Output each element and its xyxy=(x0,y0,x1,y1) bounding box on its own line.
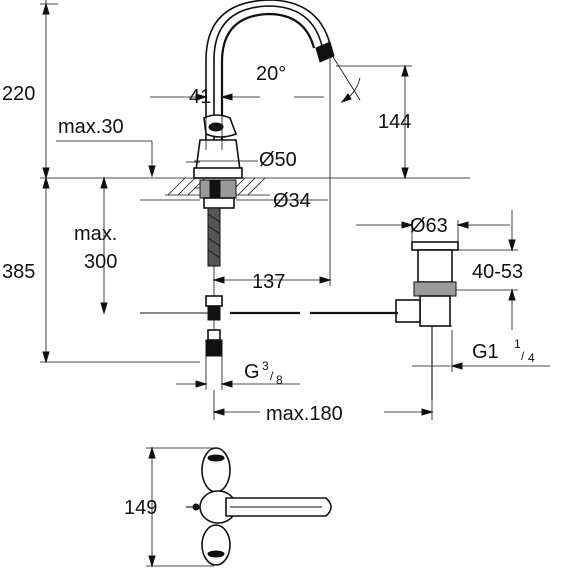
supply-connector xyxy=(205,339,223,357)
label-g1-num: 1 xyxy=(514,337,521,351)
label-20deg: 20° xyxy=(256,63,286,85)
waste-connector xyxy=(395,299,421,323)
supply-nut xyxy=(207,329,221,341)
top-handle-upper-mark xyxy=(207,454,225,462)
label-149: 149 xyxy=(124,497,157,519)
flex-hose xyxy=(207,207,221,267)
faucet-top-view xyxy=(186,447,332,566)
waste-body xyxy=(417,249,453,283)
label-g1-slash: / xyxy=(521,349,525,363)
faucet-body xyxy=(195,139,241,171)
supply-fitting xyxy=(205,295,223,307)
label-g1-den: 4 xyxy=(528,351,535,365)
label-diam50: Ø50 xyxy=(259,149,297,171)
waste-tube xyxy=(419,295,451,327)
top-pullrod-knob[interactable] xyxy=(192,503,200,511)
faucet-side-view xyxy=(40,0,470,357)
top-handle-lower-mark xyxy=(207,550,225,558)
label-g38-slash: / xyxy=(270,369,274,383)
label-385: 385 xyxy=(2,261,35,283)
dimension-labels: 220 41 max.30 20° 144 Ø50 Ø34 max. 300 3… xyxy=(2,63,535,519)
pullrod-clamp xyxy=(207,305,221,321)
aerator xyxy=(315,41,335,63)
spout-inner xyxy=(220,12,316,150)
label-max: max. xyxy=(74,223,117,245)
label-137: 137 xyxy=(252,271,285,293)
label-220: 220 xyxy=(2,83,35,105)
label-g1: G1 xyxy=(472,341,499,363)
hose-braid xyxy=(207,213,221,259)
label-300: 300 xyxy=(84,251,117,273)
mounting-washer xyxy=(203,197,235,209)
waste-flange xyxy=(411,241,459,251)
arrowheads xyxy=(42,2,516,568)
label-g38-den: 8 xyxy=(276,373,283,387)
label-max30: max.30 xyxy=(58,116,124,138)
label-40-53: 40-53 xyxy=(472,261,523,283)
waste-nut xyxy=(413,281,457,297)
faucet-base xyxy=(193,167,243,179)
label-diam34: Ø34 xyxy=(273,190,311,212)
dimension-lines xyxy=(40,0,550,567)
label-41: 41 xyxy=(189,86,211,108)
mounting-stud xyxy=(209,179,221,199)
label-diam63: Ø63 xyxy=(410,215,448,237)
top-handle-lower[interactable] xyxy=(201,524,231,566)
label-g38-num: 3 xyxy=(262,359,269,373)
label-g38: G xyxy=(244,361,260,383)
lever-indicator xyxy=(208,122,224,132)
label-144: 144 xyxy=(378,111,411,133)
label-max180: max.180 xyxy=(266,403,343,425)
popup-waste xyxy=(140,241,459,400)
